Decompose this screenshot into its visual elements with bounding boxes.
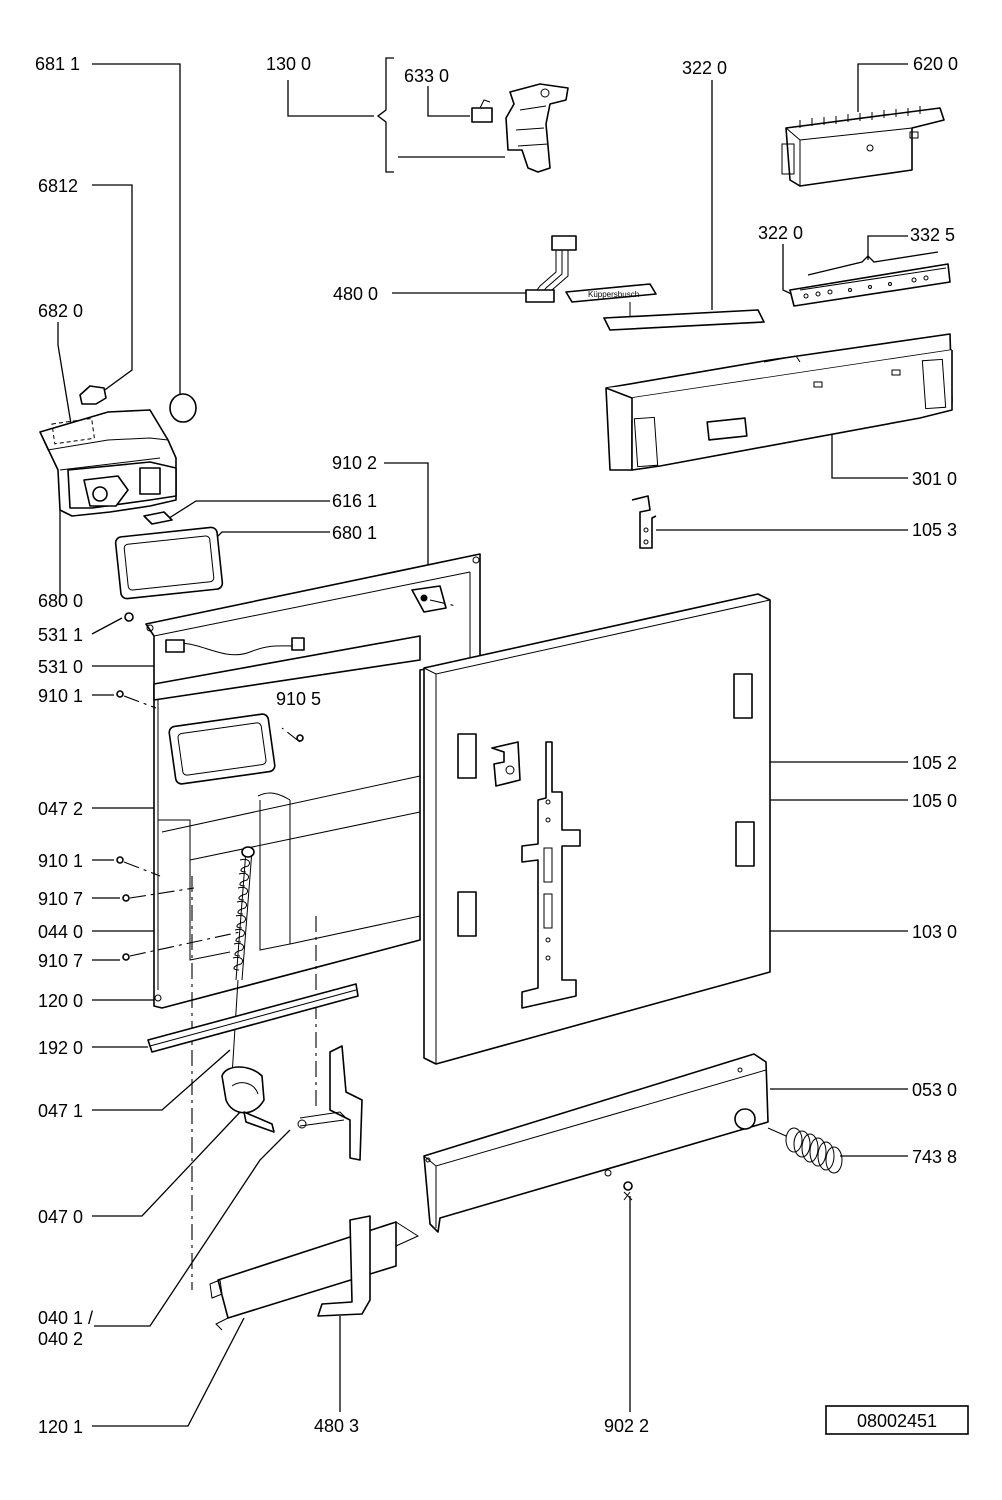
label-1920: 192 0: [38, 1038, 83, 1058]
part-1052-clip: [491, 741, 521, 787]
part-1050-door-rail: [521, 741, 581, 1009]
label-5310: 531 0: [38, 657, 83, 677]
part-6161-latch: [143, 511, 173, 525]
label-1053: 105 3: [912, 520, 957, 540]
label-6330: 633 0: [404, 66, 449, 86]
part-7438-spring: [767, 1127, 843, 1174]
label-0472: 047 2: [38, 799, 83, 819]
part-9022-screw: [623, 1181, 633, 1201]
drawing-number-box: 08002451: [825, 1405, 969, 1435]
label-6801: 680 1: [332, 523, 377, 543]
part-1200-inner-door: [145, 553, 481, 1009]
label-1050: 105 0: [912, 791, 957, 811]
part-6811-cap: [169, 393, 197, 423]
part-screws-inner-door: [116, 612, 304, 961]
part-0530-kick-bracket: [423, 1053, 769, 1233]
part-0401-hinge-plate: [297, 1045, 363, 1161]
label-0471: 047 1: [38, 1101, 83, 1121]
part-6812-clip: [79, 385, 107, 405]
label-9107-a: 910 7: [38, 889, 83, 909]
part-6200-control-module: [781, 106, 945, 187]
part-1030-outer-door: [423, 593, 771, 1065]
part-6330-switch: [471, 99, 493, 123]
label-6812: 6812: [38, 176, 78, 196]
part-6820-6800-dispenser: [39, 409, 177, 517]
label-3220-top: 322 0: [682, 58, 727, 78]
label-1052: 105 2: [912, 753, 957, 773]
part-3325-control-panel-strip: [789, 263, 951, 307]
label-3325: 332 5: [910, 225, 955, 245]
label-9022: 902 2: [604, 1416, 649, 1436]
part-1920-bar: [147, 983, 359, 1053]
label-1200: 120 0: [38, 991, 83, 1011]
part-1300-hinge-assembly: [505, 83, 569, 173]
label-6200: 620 0: [913, 54, 958, 74]
label-3010: 301 0: [912, 469, 957, 489]
part-3220-strip: [603, 309, 765, 331]
label-6820: 682 0: [38, 301, 83, 321]
part-0470-0471-hinge-lever: [221, 1066, 275, 1133]
label-9101-b: 910 1: [38, 851, 83, 871]
label-4800: 480 0: [333, 284, 378, 304]
label-9102: 910 2: [332, 453, 377, 473]
part-1920-gasket-inner: [168, 713, 276, 785]
label-1201: 120 1: [38, 1417, 83, 1437]
label-5311: 531 1: [38, 625, 83, 645]
label-0530: 053 0: [912, 1080, 957, 1100]
label-0470: 047 0: [38, 1207, 83, 1227]
part-4803-bracket: [317, 1215, 371, 1317]
brand-plate-text: Küppersbusch: [588, 290, 639, 299]
label-1030: 103 0: [912, 922, 957, 942]
label-0440: 044 0: [38, 922, 83, 942]
drawing-number: 08002451: [857, 1411, 937, 1431]
part-0472-0440-spring: [231, 846, 255, 1077]
label-9105: 910 5: [276, 689, 321, 709]
label-6811: 681 1: [35, 54, 80, 74]
part-6801-gasket: [114, 526, 224, 600]
label-6161: 616 1: [332, 491, 377, 511]
label-9107-b: 910 7: [38, 951, 83, 971]
part-labels: 681 1 6812 682 0 680 0 616 1 680 1 130 0…: [35, 54, 958, 1437]
label-3220-second: 322 0: [758, 223, 803, 243]
part-1201-kick-plate: [209, 1221, 420, 1331]
part-3010-front-panel: [605, 333, 953, 471]
part-5310-cable-and-light: [165, 637, 305, 656]
part-dashline-door-axis: [191, 876, 317, 1290]
label-0402: 040 2: [38, 1329, 83, 1349]
label-4803: 480 3: [314, 1416, 359, 1436]
part-1053-bracket: [631, 495, 657, 549]
label-6800: 680 0: [38, 591, 83, 611]
label-7438: 743 8: [912, 1147, 957, 1167]
part-4800-cable: [525, 235, 577, 303]
label-1300: 130 0: [266, 54, 311, 74]
label-0401: 040 1 /: [38, 1308, 93, 1328]
label-9101-a: 910 1: [38, 686, 83, 706]
